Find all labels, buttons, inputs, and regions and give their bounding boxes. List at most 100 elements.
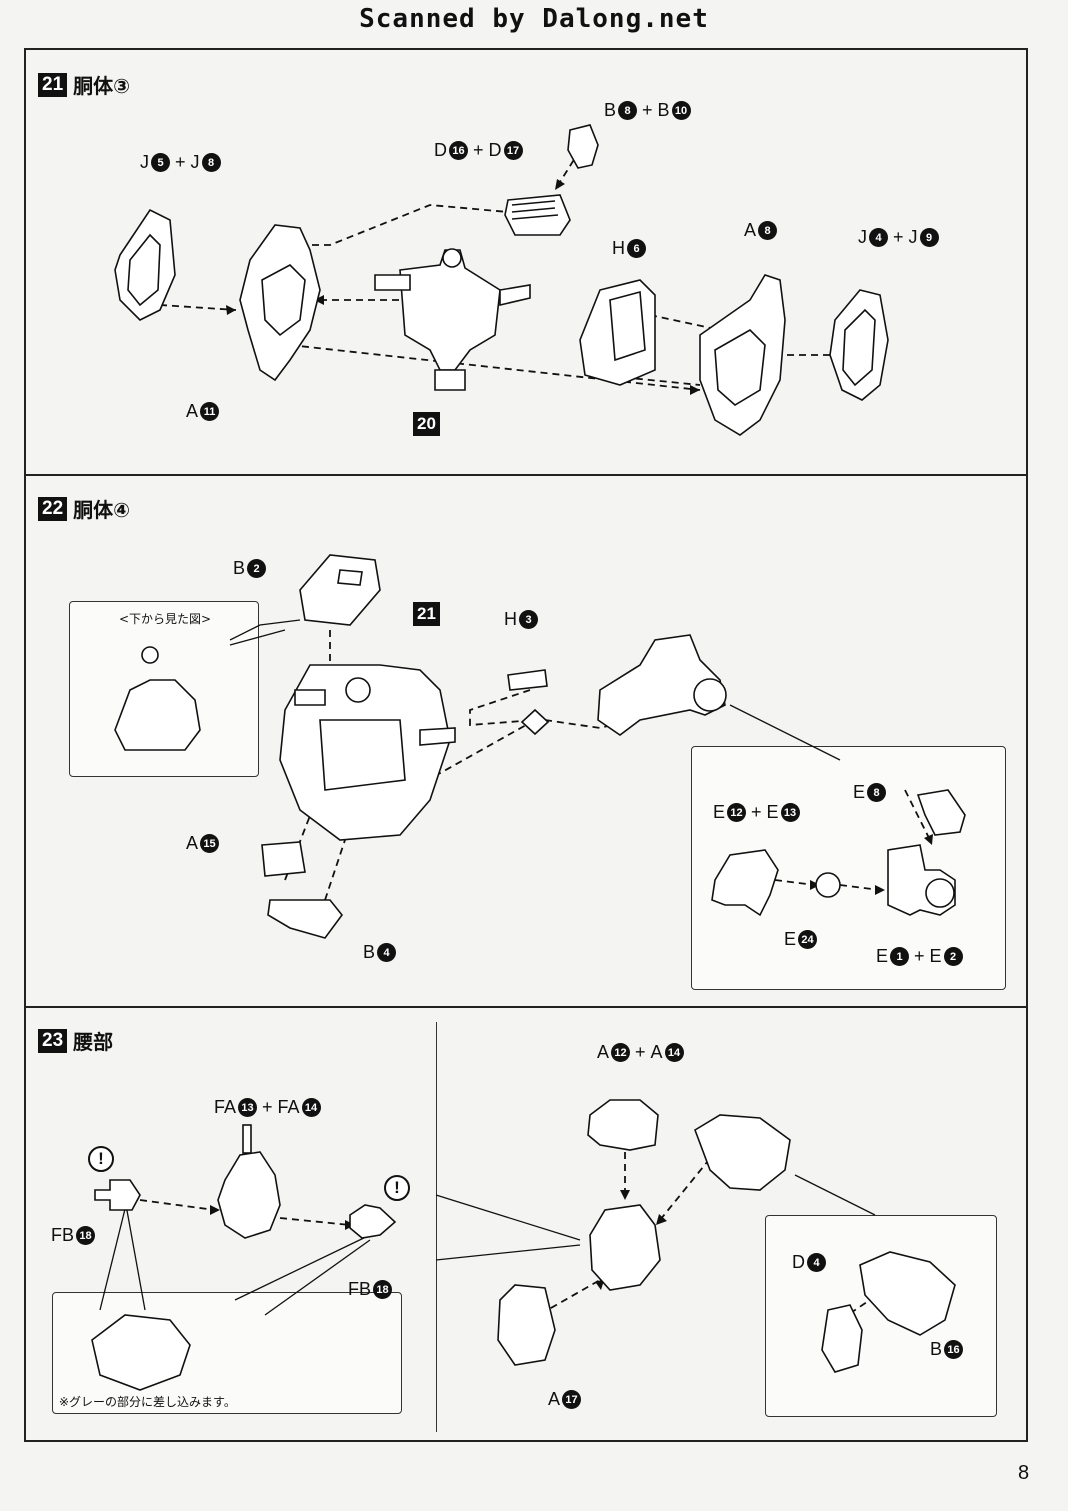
part-letter: E — [713, 802, 726, 822]
instruction-frame — [24, 48, 1028, 1442]
plus-sign: + — [893, 227, 904, 247]
part-letter: H — [504, 609, 517, 629]
part-letter: A — [744, 220, 757, 240]
inset-caption: <下から見た図> — [118, 612, 212, 626]
plus-sign: + — [914, 946, 925, 966]
part-number-badge: 3 — [519, 610, 538, 629]
part-letter: D — [434, 140, 447, 160]
part-letter: J — [190, 152, 200, 172]
part-letter: A — [186, 401, 199, 421]
step-title: 腰部 — [73, 1030, 114, 1054]
part-number-badge: 11 — [200, 402, 220, 421]
caution-icon: ! — [384, 1175, 410, 1201]
part-number-badge: 8 — [201, 153, 221, 172]
plus-sign: + — [635, 1042, 646, 1062]
part-letter: B — [604, 100, 617, 120]
part-number-badge: 13 — [238, 1098, 258, 1117]
plus-sign: + — [175, 152, 186, 172]
insert-note: ※グレーの部分に差し込みます。 — [59, 1395, 236, 1409]
step-21-header: 21 胴体③ — [38, 70, 130, 99]
reference-step-20: 20 — [413, 412, 440, 436]
part-letter: A — [186, 833, 199, 853]
part-number-badge: 4 — [869, 228, 888, 247]
part-letter: H — [612, 238, 625, 258]
part-letter: A — [548, 1389, 561, 1409]
part-letter: B — [930, 1339, 943, 1359]
plus-sign: + — [473, 140, 484, 160]
part-letter: FA — [277, 1097, 300, 1117]
section-divider — [24, 1006, 1028, 1008]
part-number-badge: 2 — [943, 947, 963, 966]
part-number-badge: 5 — [151, 153, 170, 172]
part-number-badge: 10 — [671, 101, 691, 120]
part-number-badge: 18 — [373, 1280, 393, 1299]
part-letter: J — [140, 152, 149, 172]
part-letter: E — [784, 929, 797, 949]
page-number: 8 — [1018, 1462, 1030, 1484]
part-letter: E — [853, 782, 866, 802]
watermark: Scanned by Dalong.net — [359, 4, 709, 34]
part-letter: FB — [348, 1279, 372, 1299]
part-number-badge: 13 — [780, 803, 800, 822]
part-letter: E — [766, 802, 779, 822]
part-number-badge: 8 — [618, 101, 638, 120]
detail-d4-b16 — [765, 1215, 997, 1417]
plus-sign: + — [642, 100, 653, 120]
plus-sign: + — [751, 802, 762, 822]
part-number-badge: 16 — [944, 1340, 964, 1359]
part-number-badge: 9 — [919, 228, 939, 247]
part-letter: E — [876, 946, 889, 966]
step-23-header: 23 腰部 — [38, 1026, 113, 1055]
part-letter: FB — [51, 1225, 75, 1245]
part-number-badge: 4 — [377, 943, 397, 962]
part-letter: E — [929, 946, 942, 966]
part-letter: B — [233, 558, 246, 578]
part-letter: D — [792, 1252, 805, 1272]
step-number: 22 — [38, 496, 68, 521]
plus-sign: + — [262, 1097, 273, 1117]
part-number-badge: 18 — [76, 1226, 96, 1245]
part-number-badge: 14 — [664, 1043, 684, 1062]
part-number-badge: 15 — [200, 834, 220, 853]
part-number-badge: 6 — [627, 239, 646, 258]
step23-column-divider — [436, 1022, 437, 1432]
part-letter: FA — [214, 1097, 237, 1117]
part-number-badge: 12 — [611, 1043, 631, 1062]
part-letter: A — [597, 1042, 610, 1062]
part-letter: B — [657, 100, 670, 120]
part-letter: B — [363, 942, 376, 962]
part-number-badge: 4 — [807, 1253, 826, 1272]
part-letter: J — [858, 227, 867, 247]
part-number-badge: 16 — [449, 141, 468, 160]
part-number-badge: 17 — [503, 141, 523, 160]
step-title: 胴体③ — [73, 74, 131, 98]
part-letter: D — [488, 140, 502, 160]
part-number-badge: 8 — [758, 221, 778, 240]
reference-step-21: 21 — [413, 602, 440, 626]
step-title: 胴体④ — [73, 498, 131, 522]
part-number-badge: 24 — [798, 930, 818, 949]
